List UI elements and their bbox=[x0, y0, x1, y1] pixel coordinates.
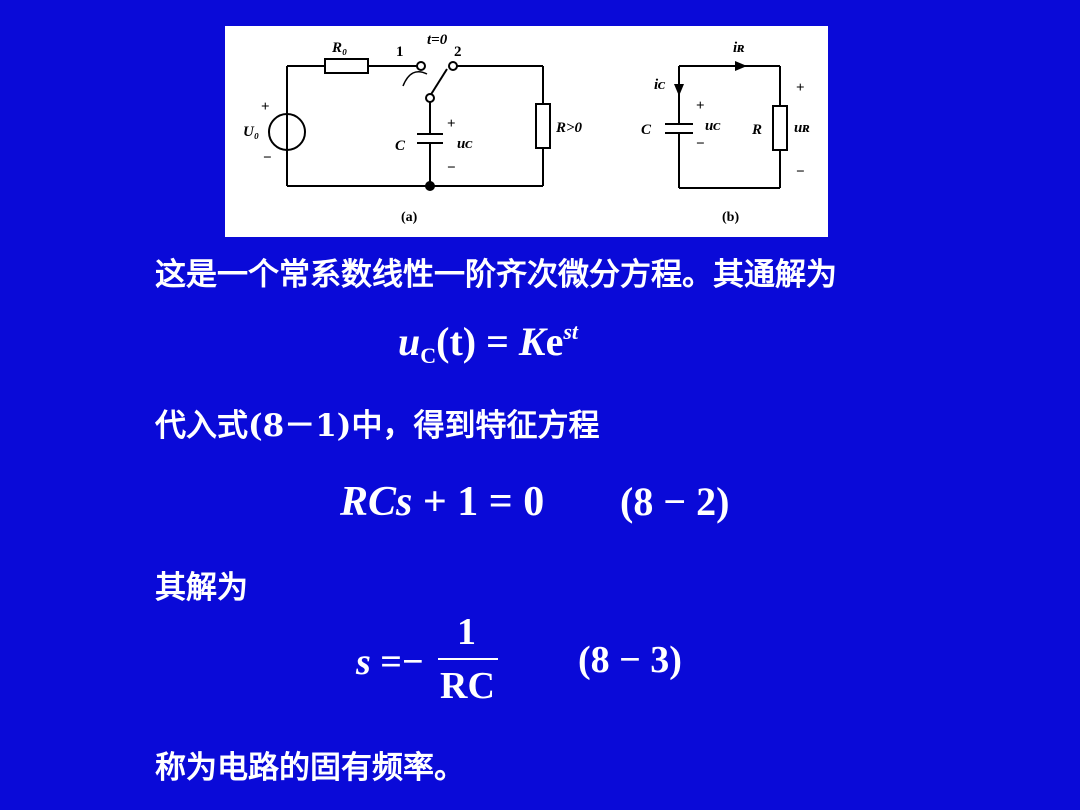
label-c-b: C bbox=[641, 122, 652, 138]
arrow-ir bbox=[735, 61, 747, 71]
label-b: (b) bbox=[722, 210, 739, 225]
equation-general-solution: uC(t) = Kest bbox=[398, 318, 578, 369]
label-uc-plus-b: + bbox=[696, 98, 705, 114]
label-uc-plus-a: + bbox=[447, 116, 456, 132]
label-ic: iᴄ bbox=[654, 77, 665, 93]
fraction-bar bbox=[438, 658, 498, 660]
label-u0: U₀ bbox=[243, 124, 259, 140]
label-uc-a: uᴄ bbox=[457, 136, 472, 152]
circuit-figure: R₀ t=0 1 2 U₀ + − C + uᴄ − R>0 (a) bbox=[225, 26, 828, 237]
eq3-denominator: RC bbox=[440, 665, 495, 707]
label-uc-minus-a: − bbox=[447, 160, 456, 176]
text-natural-frequency: 称为电路的固有频率。 bbox=[155, 750, 465, 786]
circuit-a: R₀ t=0 1 2 U₀ + − C + uᴄ − R>0 (a) bbox=[243, 32, 583, 225]
label-ur-minus: − bbox=[796, 164, 805, 180]
label-r0: R₀ bbox=[331, 40, 347, 56]
eq1-sup: st bbox=[563, 319, 579, 344]
label-ur-plus: + bbox=[796, 80, 805, 96]
text-general-solution: 这是一个常系数线性一阶齐次微分方程。其通解为 bbox=[155, 257, 837, 293]
eq3-s: s bbox=[356, 641, 371, 683]
resistor-r bbox=[535, 103, 551, 149]
equation-tag-8-2: (8 − 2) bbox=[620, 479, 730, 524]
eq1-e: e bbox=[545, 319, 564, 364]
label-ir: iʀ bbox=[733, 40, 745, 56]
eq3-eqsign: =− bbox=[370, 641, 424, 683]
circuit-b: iʀ iᴄ + uᴄ − C R + uʀ − (b) bbox=[641, 40, 810, 225]
text-characteristic-eq: 代入式(8－1)中，得到特征方程 bbox=[155, 408, 600, 444]
label-c-a: C bbox=[395, 138, 406, 154]
equation-characteristic: RCs + 1 = 0 bbox=[340, 478, 544, 526]
eq1-eqsign: = bbox=[476, 319, 519, 364]
label-u0-plus: + bbox=[261, 99, 270, 115]
label-node-2: 2 bbox=[454, 44, 462, 60]
eq2-rest: + 1 = 0 bbox=[412, 479, 545, 525]
eq1-k: K bbox=[518, 319, 546, 364]
label-ur: uʀ bbox=[794, 120, 810, 136]
label-uc-minus-b: − bbox=[696, 136, 705, 152]
text-solution: 其解为 bbox=[155, 570, 248, 606]
eq1-arg: (t) bbox=[436, 319, 477, 364]
circuit-diagram: R₀ t=0 1 2 U₀ + − C + uᴄ − R>0 (a) bbox=[243, 32, 810, 225]
arrow-ic bbox=[674, 84, 684, 96]
equation-tag-8-3: (8 − 3) bbox=[578, 639, 682, 681]
label-r-gt-0: R>0 bbox=[555, 120, 583, 136]
label-u0-minus: − bbox=[263, 150, 272, 166]
label-t0: t=0 bbox=[427, 32, 448, 48]
eq1-sub: C bbox=[420, 343, 437, 368]
label-uc-b: uᴄ bbox=[705, 118, 720, 134]
eq2-lhs: RCs bbox=[340, 479, 413, 525]
label-a: (a) bbox=[401, 210, 418, 225]
resistor-r-b bbox=[772, 105, 788, 151]
equation-s: s =− bbox=[356, 640, 424, 684]
eq1-u: u bbox=[398, 319, 421, 364]
eq3-numerator: 1 bbox=[457, 611, 476, 653]
label-r-b: R bbox=[751, 122, 762, 138]
resistor-r0 bbox=[324, 58, 369, 74]
label-node-1: 1 bbox=[396, 44, 404, 60]
